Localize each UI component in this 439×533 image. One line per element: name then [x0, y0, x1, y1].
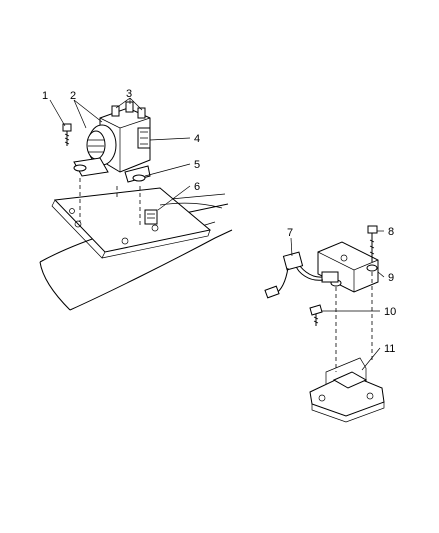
callout-1: 1: [42, 90, 48, 102]
leader-lines: [49, 97, 385, 371]
callout-labels: 1 2 3 4 5 6 7 8 9 10 11: [42, 88, 396, 355]
bolt-10: [309, 304, 323, 326]
callout-10: 10: [384, 306, 396, 318]
abs-control-unit: [73, 101, 151, 183]
bolt-1: [62, 123, 72, 146]
sensor-bracket: [309, 357, 385, 423]
callout-7: 7: [287, 227, 293, 239]
sensor-body: [317, 241, 379, 293]
callout-9: 9: [388, 272, 394, 284]
callout-2: 2: [70, 90, 76, 102]
bolt-8: [367, 225, 378, 262]
callout-4: 4: [194, 133, 200, 145]
callout-3: 3: [126, 88, 132, 100]
callout-5: 5: [194, 159, 200, 171]
callout-6: 6: [194, 181, 200, 193]
sensor-wire-harness: [264, 251, 324, 299]
callout-11: 11: [384, 343, 395, 355]
alignment-lines-right: [335, 272, 373, 372]
mounting-bracket-plate: [51, 187, 223, 259]
callout-8: 8: [388, 226, 394, 238]
alignment-lines-left: [79, 178, 141, 228]
